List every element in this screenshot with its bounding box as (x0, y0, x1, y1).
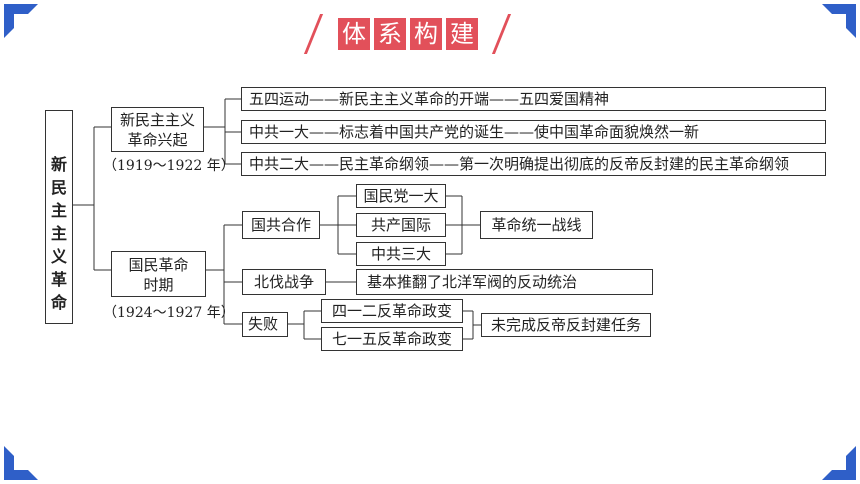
cooperation-sub: 中共三大 (356, 242, 446, 266)
root-node: 新民主主义革命 (45, 110, 73, 324)
period1-item: 中共二大——民主革命纲领——第一次明确提出彻底的反帝反封建的民主革命纲领 (241, 152, 826, 176)
bottom-left-corner-icon (4, 446, 38, 480)
failure-sub: 四一二反革命政变 (321, 299, 463, 323)
period1-name-line2: 革命兴起 (127, 131, 188, 149)
section-title: 体 系 构 建 (303, 14, 514, 54)
failure-sub: 七一五反革命政变 (321, 327, 463, 351)
expedition-node: 北伐战争 (242, 269, 326, 295)
period1-item: 五四运动——新民主主义革命的开端——五四爱国精神 (241, 87, 826, 111)
cooperation-sub: 国民党一大 (356, 184, 446, 208)
failure-node: 失败 (242, 312, 288, 337)
period2-name-line2: 时期 (143, 276, 174, 294)
bottom-right-corner-icon (822, 446, 856, 480)
period1-node: 新民主主义 革命兴起 (111, 107, 204, 152)
cooperation-result: 革命统一战线 (480, 211, 593, 239)
period2-node: 国民革命 时期 (111, 251, 206, 297)
title-char: 系 (374, 18, 406, 50)
title-char: 构 (410, 18, 442, 50)
period2-name-line1: 国民革命 (128, 256, 189, 274)
top-right-corner-icon (822, 4, 856, 38)
title-char: 建 (446, 18, 478, 50)
cooperation-node: 国共合作 (242, 211, 320, 239)
top-left-corner-icon (4, 4, 38, 38)
period2-years: （1924～1927 年） (103, 305, 235, 321)
period1-name-line1: 新民主主义 (119, 111, 195, 129)
expedition-result: 基本推翻了北洋军阀的反动统治 (356, 269, 653, 295)
cooperation-sub: 共产国际 (356, 213, 446, 237)
title-char: 体 (338, 18, 370, 50)
period1-item: 中共一大——标志着中国共产党的诞生——使中国革命面貌焕然一新 (241, 120, 826, 144)
period1-years: （1919～1922 年） (103, 158, 235, 174)
failure-result: 未完成反帝反封建任务 (481, 313, 651, 337)
